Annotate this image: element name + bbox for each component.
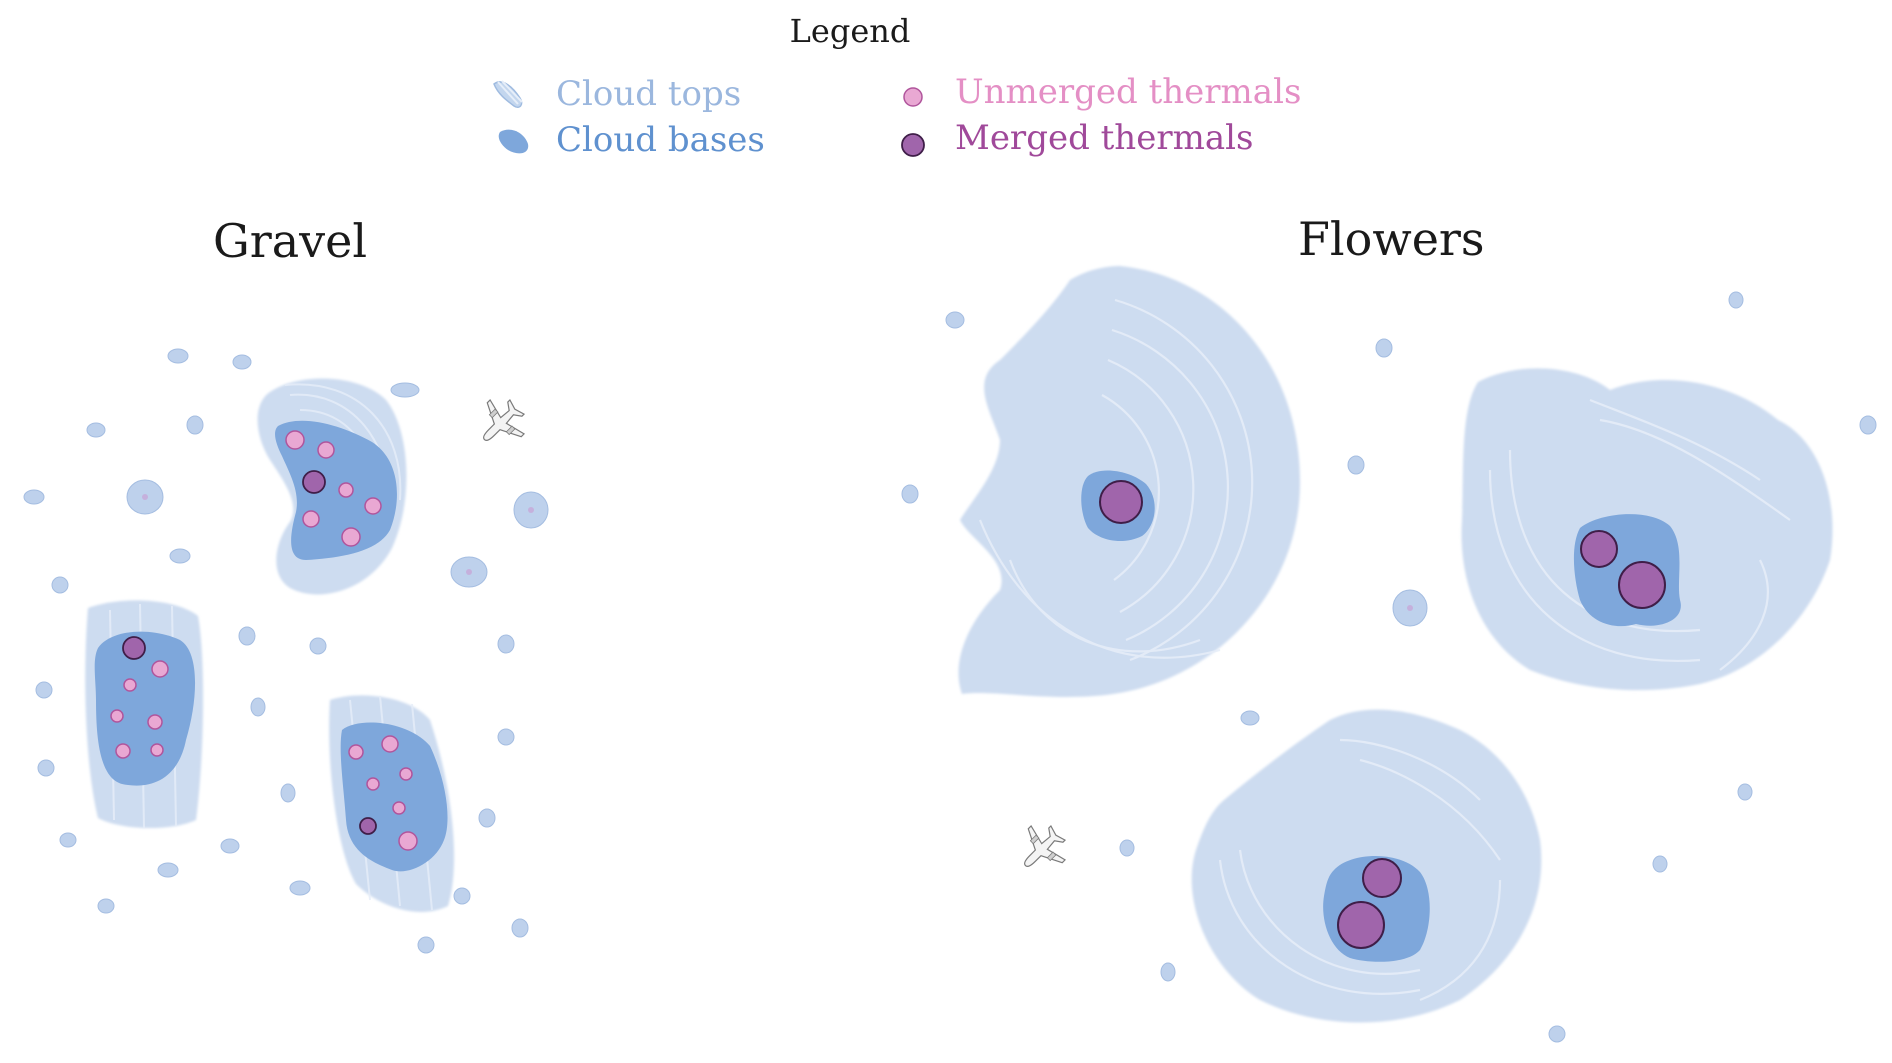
legend-cloud-tops: Cloud tops — [556, 74, 742, 114]
gravel-small-clouds — [23, 348, 549, 954]
cloud-base-legend-icon — [498, 129, 529, 154]
legend-merged-thermals: Merged thermals — [955, 118, 1254, 158]
unmerged-thermal-legend-icon — [903, 87, 923, 107]
panel-title-gravel: Gravel — [213, 214, 368, 268]
airplane-icon — [1007, 815, 1076, 884]
legend-title: Legend — [789, 12, 911, 50]
airplane-icon — [466, 389, 535, 458]
gravel-unmerged-thermals — [110, 430, 418, 851]
flowers-merged-thermal — [1099, 480, 1143, 524]
panel-title-flowers: Flowers — [1298, 212, 1485, 266]
legend-cloud-bases: Cloud bases — [556, 120, 765, 160]
gravel-merged-thermals — [122, 470, 377, 835]
merged-thermal-legend-icon — [901, 133, 925, 157]
flowers-small-clouds — [901, 291, 1877, 1043]
cloud-top-legend-icon — [493, 80, 523, 109]
legend-unmerged-thermals: Unmerged thermals — [955, 72, 1302, 112]
